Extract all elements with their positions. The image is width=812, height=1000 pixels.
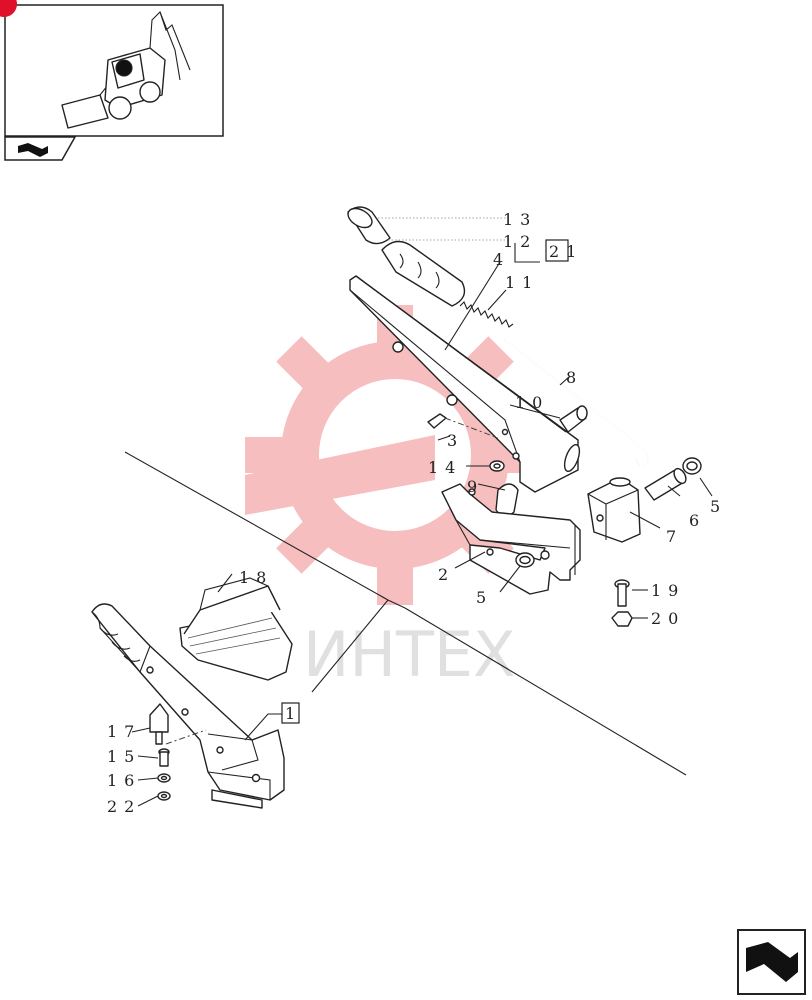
part-4-lever-arm — [349, 275, 581, 493]
part-12-hand-grip — [381, 240, 466, 307]
lever-assembly — [91, 603, 285, 809]
callout-16: 16 — [107, 771, 141, 790]
callout-4: 4 — [493, 250, 510, 269]
callout-21-box — [545, 239, 569, 262]
next-page-arrow-icon[interactable] — [737, 929, 806, 995]
callout-20: 20 — [651, 609, 685, 628]
callout-8: 8 — [566, 368, 583, 387]
thumbnail-highlight-dot — [115, 59, 133, 77]
callout-9: 9 — [467, 477, 484, 496]
part-16-washer — [157, 773, 171, 783]
part-17-switch — [149, 703, 207, 745]
callout-21: 21 — [549, 242, 583, 261]
part-5-bushing-lower — [515, 552, 535, 568]
part-20-nut — [611, 611, 633, 627]
part-8-rod — [504, 339, 649, 467]
part-18-boot — [179, 577, 293, 681]
callout-5-lower: 5 — [476, 588, 493, 607]
part-7-block — [587, 477, 641, 543]
part-14-washer — [489, 460, 505, 472]
page-badge-icon — [0, 0, 17, 17]
part-11-spring — [459, 301, 514, 328]
callout-22: 22 — [107, 797, 141, 816]
callout-labels: 13 12 21 4 11 8 10 3 14 9 5 6 7 2 5 19 2… — [107, 210, 727, 816]
watermark-swoosh — [245, 435, 435, 515]
part-5-bushing-upper — [682, 457, 702, 475]
callout-14: 14 — [428, 458, 462, 477]
part-3-pin — [427, 413, 499, 439]
part-10-pin — [559, 405, 588, 433]
callout-6: 6 — [689, 511, 706, 530]
part-15-screw — [158, 748, 170, 767]
callout-7: 7 — [666, 527, 683, 546]
navigation-arrow-icon[interactable] — [18, 143, 48, 157]
callout-10: 10 — [515, 393, 549, 412]
callout-5-upper: 5 — [710, 497, 727, 516]
callout-12: 12 — [503, 232, 537, 251]
callout-15: 15 — [107, 747, 141, 766]
part-13-end-cap — [347, 206, 391, 245]
callout-1: 1 — [285, 704, 302, 723]
section-divider — [124, 451, 687, 776]
backhoe-loader-thumbnail — [61, 11, 191, 129]
callout-2: 2 — [438, 565, 455, 584]
part-19-bolt — [614, 579, 630, 607]
callout-11: 11 — [505, 273, 539, 292]
callout-19: 19 — [651, 581, 685, 600]
part-2-bracket — [441, 483, 581, 595]
callout-18: 18 — [239, 568, 273, 587]
callout-3: 3 — [447, 431, 464, 450]
callout-1-box — [281, 702, 300, 724]
part-22-washer — [157, 791, 171, 801]
callout-13: 13 — [503, 210, 537, 229]
watermark-gear-ring — [281, 341, 509, 569]
part-6-pin — [644, 467, 687, 501]
thumbnail-frame — [0, 0, 224, 161]
watermark-text: ИНТЕХ — [303, 618, 516, 691]
callout-17: 17 — [107, 722, 141, 741]
leader-lines — [131, 217, 713, 807]
